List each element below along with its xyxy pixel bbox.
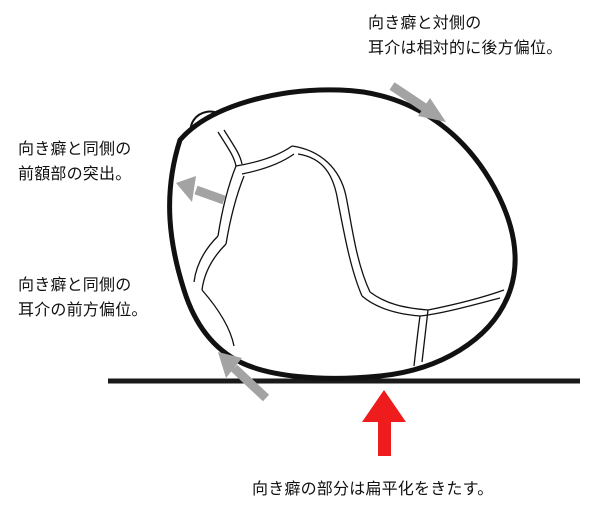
arrow-ear-posterior xyxy=(389,82,446,122)
label-contralateral-ear-line2: 耳介は相対的に後方偏位。 xyxy=(368,38,563,57)
label-ipsilateral-ear-line2: 耳介の前方偏位。 xyxy=(18,300,148,319)
label-flattening-text: 向き癖の部分は扁平化をきたす。 xyxy=(252,479,494,498)
cranial-sutures xyxy=(193,129,505,367)
label-flattening: 向き癖の部分は扁平化をきたす。 xyxy=(252,476,493,501)
label-forehead-line1: 向き癖と同側の xyxy=(18,139,132,158)
arrow-flattening xyxy=(362,390,406,456)
arrow-forehead xyxy=(176,176,226,205)
label-forehead: 向き癖と同側の 前額部の突出。 xyxy=(18,136,131,186)
label-ipsilateral-ear: 向き癖と同側の 耳介の前方偏位。 xyxy=(18,272,148,322)
label-forehead-line2: 前額部の突出。 xyxy=(18,164,132,183)
label-ipsilateral-ear-line1: 向き癖と同側の xyxy=(18,275,132,294)
skull-outline xyxy=(167,87,518,381)
label-contralateral-ear-line1: 向き癖と対側の xyxy=(368,13,482,32)
arrow-ear-anterior xyxy=(218,352,270,402)
label-contralateral-ear: 向き癖と対側の 耳介は相対的に後方偏位。 xyxy=(368,10,562,60)
